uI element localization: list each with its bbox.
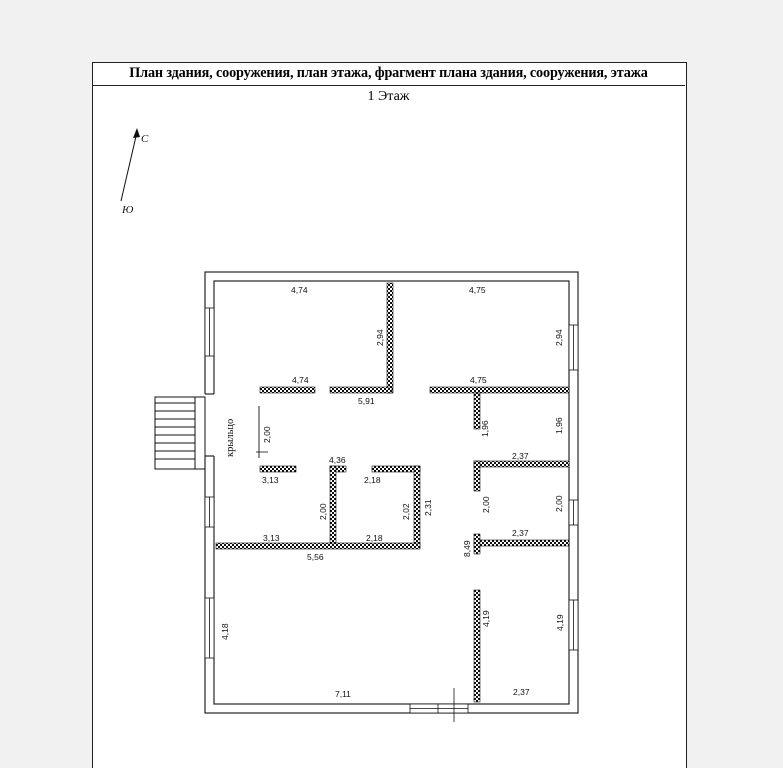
dim-room-ne-bottom: 4,75 — [470, 375, 487, 385]
dim-right-room-top: 2,37 — [512, 451, 529, 461]
dim-room-nw-top: 4,74 — [291, 285, 308, 295]
dim-right-room-bottom: 2,37 — [512, 528, 529, 538]
porch-width-label: 2,00 — [262, 426, 272, 443]
dim-small-room-bottom: 2,18 — [366, 533, 383, 543]
compass-south-label: Ю — [121, 204, 134, 216]
compass-north-label: С — [141, 133, 149, 145]
dim-south-partition: 4,19 — [481, 610, 491, 627]
interior-walls — [215, 282, 570, 703]
wall-left-room-top — [259, 465, 297, 473]
wall-hall-mid — [329, 386, 393, 394]
wall-small-room-top — [371, 465, 421, 473]
wall-right-room-bottom-stub — [473, 533, 481, 555]
dim-left-room-top: 3,13 — [262, 475, 279, 485]
porch-label: крыльцо — [225, 419, 236, 457]
dim-corridor-left: 1,96 — [480, 420, 490, 437]
dim-corridor-right: 1,96 — [554, 417, 564, 434]
dim-room-nw-bottom: 4,74 — [292, 375, 309, 385]
porch-stairs — [154, 396, 206, 470]
dim-left-room-partition: 2,00 — [318, 503, 328, 520]
dim-nw-partition: 2,94 — [375, 329, 385, 346]
dim-hall-length: 5,91 — [358, 396, 375, 406]
dim-mid-top-span: 4,36 — [329, 455, 346, 465]
wall-right-room-bottom — [473, 539, 570, 547]
wall-right-room-top — [473, 460, 570, 468]
outer-walls — [204, 271, 579, 714]
dim-room-ne-top: 4,75 — [469, 285, 486, 295]
wall-corridor-stub — [473, 392, 481, 430]
dim-south-left: 4,18 — [220, 623, 230, 640]
dim-small-room-partition: 2,02 — [401, 503, 411, 520]
entrance — [203, 393, 268, 458]
floor-label: 1 Этаж — [367, 89, 410, 104]
dim-ne-outer-right: 2,94 — [554, 329, 564, 346]
plan-title: План здания, сооружения, план этажа, фра… — [92, 62, 685, 86]
dim-small-room-top: 2,18 — [364, 475, 381, 485]
dim-right-room-partition: 2,00 — [481, 496, 491, 513]
dim-south-bottom: 7,11 — [335, 689, 351, 699]
dim-south-right-bottom: 2,37 — [513, 687, 530, 697]
wall-left-partition — [329, 465, 337, 549]
dim-corridor-long: 8,49 — [462, 540, 472, 557]
wall-right-partition — [473, 460, 481, 492]
plan-sheet — [92, 62, 687, 768]
wall-south-partition — [473, 589, 481, 703]
wall-hall-left — [259, 386, 316, 394]
wall-hall-right — [429, 386, 570, 394]
windows — [204, 307, 579, 722]
dim-small-room-right: 2,31 — [423, 499, 433, 516]
wall-small-room-right — [413, 465, 421, 549]
wall-north-partition — [386, 282, 394, 394]
dim-left-room-bottom: 3,13 — [263, 533, 280, 543]
compass-icon — [120, 128, 140, 202]
dim-mid-wall-length: 5,56 — [307, 552, 324, 562]
dim-south-right: 4,19 — [555, 614, 565, 631]
wall-mid-long — [215, 542, 421, 550]
dim-right-room-outer: 2,00 — [554, 495, 564, 512]
